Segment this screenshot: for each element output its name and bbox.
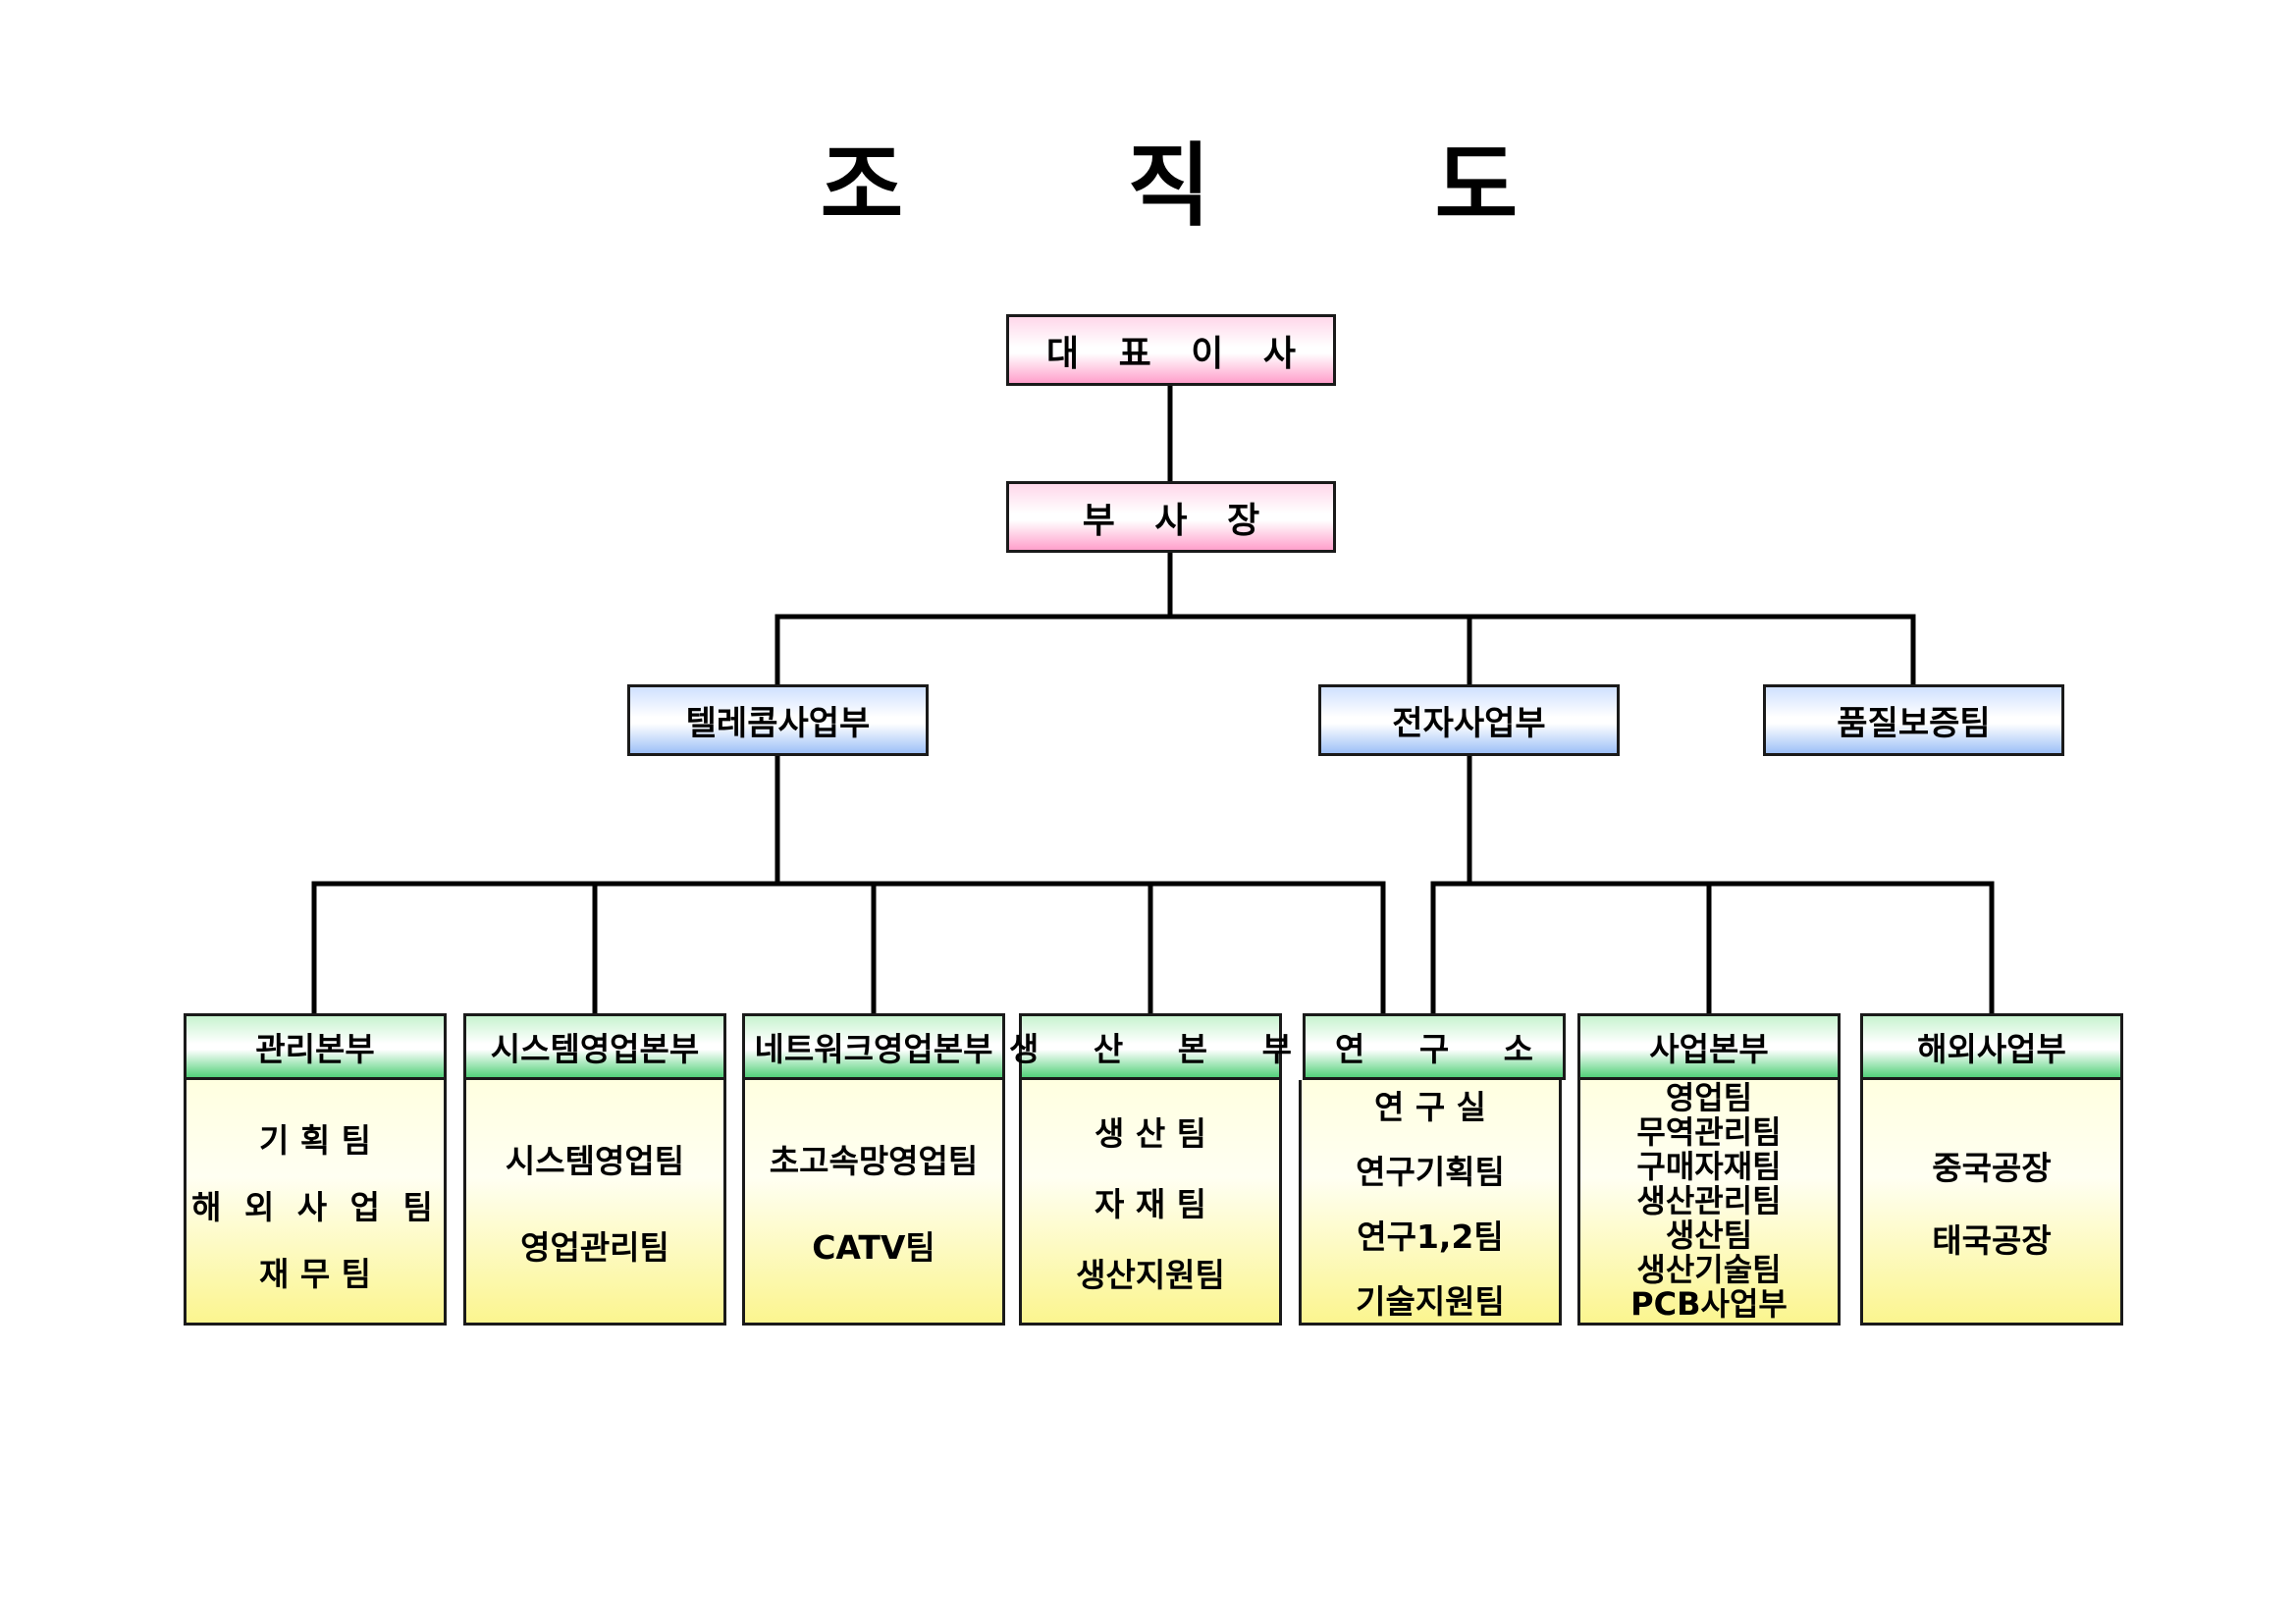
team-item: 연구기획팀 bbox=[1356, 1152, 1505, 1191]
dept-overseas-label: 해외사업부 bbox=[1917, 1030, 2066, 1068]
dept-network-sales-label: 네트워크영업본부 bbox=[754, 1030, 993, 1068]
ceo-box: 대 표 이 사 bbox=[1006, 314, 1336, 386]
division-telecom: 텔레콤사업부 bbox=[627, 684, 929, 756]
team-item: 해 외 사 업 팀 bbox=[191, 1187, 439, 1226]
division-telecom-label: 텔레콤사업부 bbox=[685, 704, 871, 743]
team-item: 구매자재팀 bbox=[1636, 1148, 1782, 1185]
vp-label: 부 사 장 bbox=[1082, 500, 1274, 541]
team-item: 생산관리팀 bbox=[1636, 1182, 1782, 1219]
team-item: 생산기술팀 bbox=[1636, 1251, 1782, 1288]
team-item: 태국공장 bbox=[1932, 1220, 2052, 1260]
page-title: 조 직 도 bbox=[0, 128, 2296, 245]
team-item: 연구1,2팀 bbox=[1357, 1217, 1504, 1256]
dept-research-header: 연 구 소 bbox=[1303, 1013, 1566, 1080]
team-item: CATV팀 bbox=[812, 1227, 935, 1267]
dept-system-sales-header: 시스템영업본부 bbox=[463, 1013, 726, 1080]
dept-production-label: 생 산 본 부 bbox=[1009, 1030, 1313, 1068]
division-quality-label: 품질보증팀 bbox=[1837, 704, 1991, 743]
title-char-2: 직 bbox=[1127, 134, 1211, 239]
vp-box: 부 사 장 bbox=[1006, 481, 1336, 553]
team-item: 생산지원팀 bbox=[1076, 1255, 1225, 1294]
team-item: 생 산 팀 bbox=[1094, 1113, 1207, 1153]
dept-network-sales-header: 네트워크영업본부 bbox=[742, 1013, 1005, 1080]
title-char-3: 도 bbox=[1434, 134, 1519, 239]
team-item: 연 구 실 bbox=[1373, 1087, 1487, 1126]
dept-production-header: 생 산 본 부 bbox=[1009, 1013, 1292, 1080]
team-item: 무역관리팀 bbox=[1636, 1113, 1782, 1151]
dept-business-header: 사업본부 bbox=[1577, 1013, 1841, 1080]
team-item: 중국공장 bbox=[1932, 1148, 2052, 1187]
team-item: 생산팀 bbox=[1665, 1217, 1753, 1254]
team-item: PCB사업부 bbox=[1630, 1285, 1788, 1323]
team-item: 재 무 팀 bbox=[258, 1254, 372, 1293]
division-quality: 품질보증팀 bbox=[1763, 684, 2064, 756]
dept-research-teams: 연 구 실 연구기획팀 연구1,2팀 기술지원팀 bbox=[1299, 1080, 1562, 1326]
team-item: 초고속망영업팀 bbox=[769, 1141, 979, 1180]
team-item: 기술지원팀 bbox=[1356, 1281, 1505, 1321]
title-char-1: 조 bbox=[820, 134, 904, 239]
dept-business-label: 사업본부 bbox=[1649, 1030, 1769, 1068]
dept-business-teams: 영업팀 무역관리팀 구매자재팀 생산관리팀 생산팀 생산기술팀 PCB사업부 bbox=[1577, 1080, 1841, 1326]
dept-overseas-teams: 중국공장 태국공장 bbox=[1860, 1080, 2123, 1326]
dept-research-label: 연 구 소 bbox=[1334, 1030, 1556, 1068]
division-electronics: 전자사업부 bbox=[1318, 684, 1620, 756]
team-item: 기 획 팀 bbox=[258, 1120, 372, 1160]
dept-admin-label: 관리본부 bbox=[255, 1030, 375, 1068]
dept-overseas-header: 해외사업부 bbox=[1860, 1013, 2123, 1080]
dept-admin-teams: 기 획 팀 해 외 사 업 팀 재 무 팀 bbox=[184, 1080, 447, 1326]
team-item: 영업팀 bbox=[1665, 1079, 1753, 1116]
dept-system-sales-label: 시스템영업본부 bbox=[490, 1030, 700, 1068]
team-item: 시스템영업팀 bbox=[505, 1141, 685, 1180]
dept-network-sales-teams: 초고속망영업팀 CATV팀 bbox=[742, 1080, 1005, 1326]
dept-production-teams: 생 산 팀 자 재 팀 생산지원팀 bbox=[1019, 1080, 1282, 1326]
dept-admin-header: 관리본부 bbox=[184, 1013, 447, 1080]
ceo-label: 대 표 이 사 bbox=[1045, 333, 1310, 374]
team-item: 영업관리팀 bbox=[520, 1227, 669, 1267]
division-electronics-label: 전자사업부 bbox=[1392, 704, 1546, 743]
team-item: 자 재 팀 bbox=[1094, 1184, 1207, 1223]
dept-system-sales-teams: 시스템영업팀 영업관리팀 bbox=[463, 1080, 726, 1326]
